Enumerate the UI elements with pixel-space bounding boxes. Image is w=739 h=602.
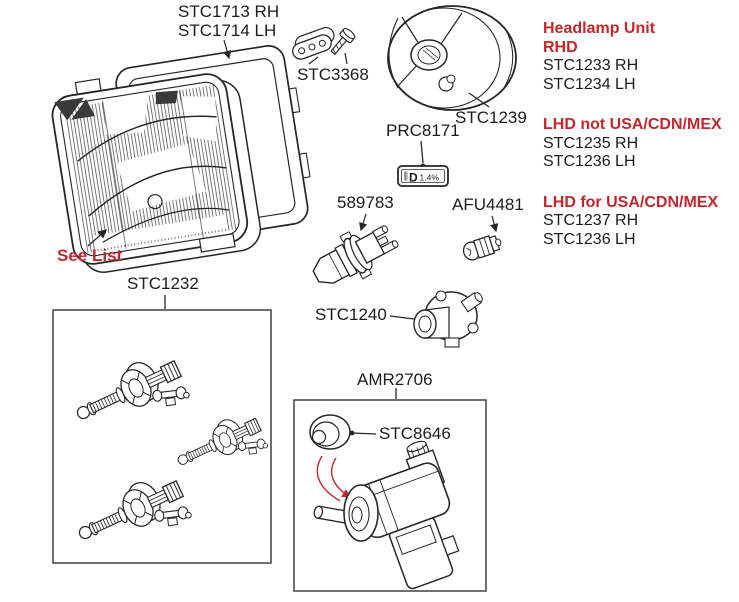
part-label-seal: STC1713 RH STC1714 LH <box>178 2 279 40</box>
small-bulb-drawing <box>462 215 502 261</box>
legend-item: STC1235 RH <box>543 134 639 152</box>
legend-heading: RHD <box>543 38 578 56</box>
legend: Headlamp Unit RHD STC1233 RH STC1234 LH … <box>543 20 738 271</box>
aim-plate-drawing: D 1.4% <box>397 140 449 187</box>
legend-item: STC1234 LH <box>543 75 636 93</box>
legend-heading: LHD for USA/CDN/MEX <box>543 193 719 211</box>
part-label-seal-lh: STC1714 LH <box>178 21 277 40</box>
legend-section-lhd-not-usa: LHD not USA/CDN/MEX STC1235 RH STC1236 L… <box>543 116 738 172</box>
part-label-bulb-holder: STC1240 <box>315 305 387 324</box>
legend-item: STC1236 LH <box>543 230 636 248</box>
aim-plate-pct-text: 1.4% <box>420 173 440 183</box>
part-label-motor-kit: AMR2706 <box>357 370 433 389</box>
bulb-holder-drawing <box>389 290 483 348</box>
leveling-motor-drawing <box>313 440 460 590</box>
adjuster-kit-box <box>52 309 272 564</box>
main-bulb-drawing <box>312 213 399 284</box>
part-label-adjuster-kit: STC1232 <box>127 274 199 293</box>
aim-plate-d-text: D <box>409 171 418 185</box>
adjuster-drawings <box>67 346 273 569</box>
motor-kit-box <box>293 399 487 592</box>
headlamp-lens-drawing <box>51 73 262 273</box>
part-label-bowl: STC1239 <box>455 108 527 127</box>
part-label-small-bulb: AFU4481 <box>452 195 524 214</box>
legend-heading: Headlamp Unit <box>543 20 656 37</box>
label-leaders <box>87 39 232 247</box>
part-label-main-bulb: 589783 <box>337 193 394 212</box>
part-label-aim: PRC8171 <box>386 121 460 140</box>
legend-heading: LHD not USA/CDN/MEX <box>543 116 722 133</box>
legend-section-lhd-usa: LHD for USA/CDN/MEX STC1237 RH STC1236 L… <box>543 194 738 250</box>
legend-section-rhd: Headlamp Unit RHD STC1233 RH STC1234 LH <box>543 20 738 94</box>
part-label-seal-rh: STC1713 RH <box>178 2 280 21</box>
retainer-plate-drawing <box>292 26 356 65</box>
fitting-arrows <box>316 455 352 502</box>
legend-item: STC1237 RH <box>543 212 639 229</box>
legend-item: STC1233 RH <box>543 57 639 74</box>
part-label-retainer-screw: STC3368 <box>297 65 369 84</box>
legend-item: STC1236 LH <box>543 153 636 170</box>
see-list-label: See List <box>57 246 123 265</box>
grommet-drawing <box>309 414 377 450</box>
part-label-grommet: STC8646 <box>379 424 451 443</box>
headlamp-bowl-drawing <box>387 5 517 111</box>
